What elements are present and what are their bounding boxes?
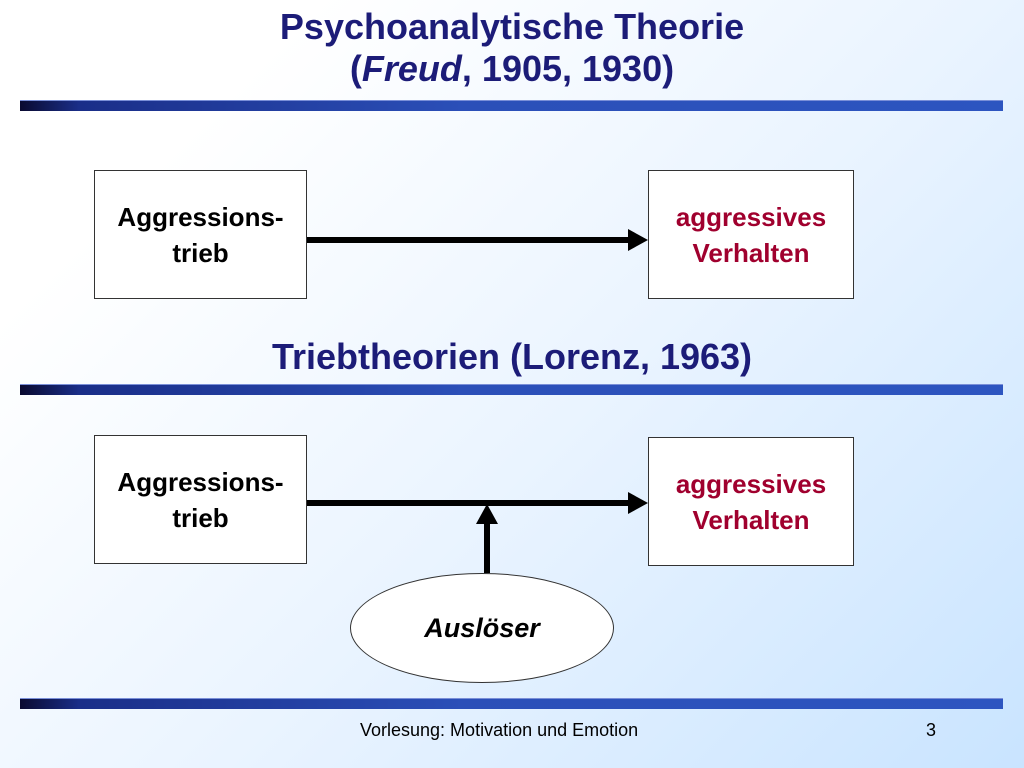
trigger-label: Auslöser <box>424 612 540 643</box>
diagram1-target-box: aggressives Verhalten <box>648 170 854 299</box>
diagram2-target-box: aggressives Verhalten <box>648 437 854 566</box>
diagram1-arrow-head <box>628 229 648 251</box>
section-title: Triebtheorien (Lorenz, 1963) <box>271 336 753 377</box>
diagram2-source-line2: trieb <box>172 502 229 533</box>
title-line-2: (Freud, 1905, 1930) <box>0 48 1024 90</box>
diagram1-source-line1: Aggressions- <box>117 201 284 232</box>
footer-course: Vorlesung: Motivation und Emotion <box>360 720 639 740</box>
diagram2-target-line1: aggressives <box>675 468 827 499</box>
diagram1-target-text: aggressives Verhalten <box>676 199 826 271</box>
title-author: Freud <box>361 48 462 89</box>
diagram1-source-text: Aggressions- trieb <box>117 199 283 271</box>
title-years: , 1905, 1930) <box>461 48 675 89</box>
diagram1-source-box: Aggressions- trieb <box>94 170 307 299</box>
diagram1-target-line2: Verhalten <box>692 237 810 268</box>
page-title: Psychoanalytische Theorie (Freud, 1905, … <box>0 6 1024 90</box>
diagram2-target-text: aggressives Verhalten <box>676 466 826 538</box>
title-paren: ( <box>349 48 362 89</box>
footer-page-number: 3 <box>926 720 937 740</box>
trigger-ellipse: Auslöser <box>350 573 614 683</box>
divider-top <box>20 100 1003 111</box>
diagram1-target-line1: aggressives <box>675 201 827 232</box>
trigger-arrow-head <box>476 504 498 524</box>
divider-bottom <box>20 698 1003 709</box>
title-line-1: Psychoanalytische Theorie <box>279 6 745 47</box>
diagram2-source-box: Aggressions- trieb <box>94 435 307 564</box>
diagram2-arrow-head <box>628 492 648 514</box>
divider-middle <box>20 384 1003 395</box>
diagram2-source-text: Aggressions- trieb <box>117 464 283 536</box>
diagram1-source-line2: trieb <box>172 237 229 268</box>
diagram2-target-line2: Verhalten <box>692 504 810 535</box>
diagram2-source-line1: Aggressions- <box>117 466 284 497</box>
